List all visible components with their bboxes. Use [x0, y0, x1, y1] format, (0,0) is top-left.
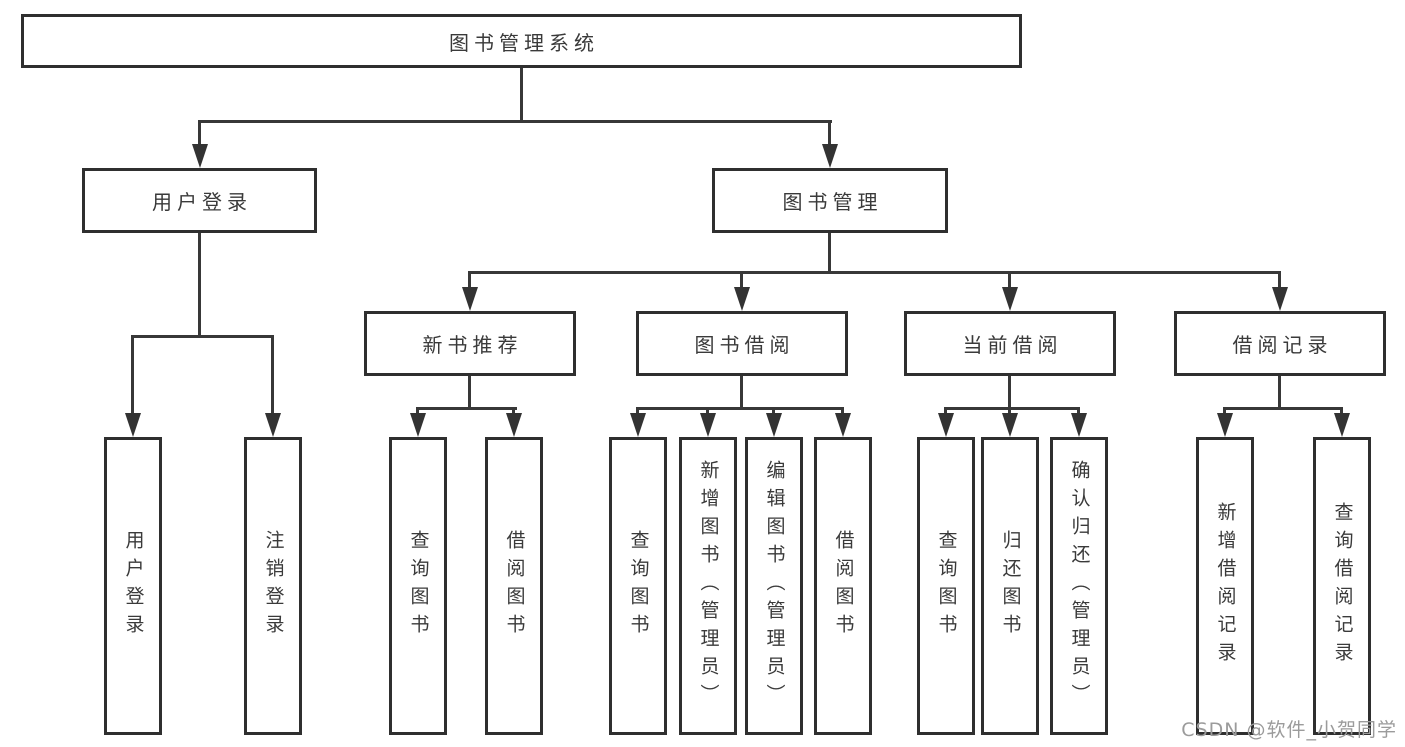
leaf-label: 查询图书	[935, 530, 958, 642]
leaf-label: 新增图书（管理员）	[697, 460, 720, 712]
arrow-down-icon	[700, 413, 716, 437]
arrow-down-icon	[1071, 413, 1087, 437]
node-user-login: 用户登录	[82, 168, 317, 233]
leaf-label: 用户登录	[122, 530, 145, 642]
leaf-label: 查询图书	[627, 530, 650, 642]
connector-root-hbar	[198, 120, 832, 123]
node-current-borrowing: 当前借阅	[904, 311, 1116, 376]
arrow-down-icon	[1334, 413, 1350, 437]
connector-group-hbar	[636, 407, 844, 410]
node-label: 图书借阅	[694, 333, 795, 357]
arrow-down-icon	[1002, 413, 1018, 437]
arrow-down-icon	[766, 413, 782, 437]
leaf-label: 编辑图书（管理员）	[763, 460, 786, 712]
leaf-label: 新增借阅记录	[1214, 502, 1237, 670]
node-book-management: 图书管理	[712, 168, 948, 233]
arrow-down-icon	[630, 413, 646, 437]
leaf-label: 归还图书	[999, 530, 1022, 642]
connector-book-mgmt-hbar	[468, 271, 1281, 274]
leaf-add-books-admin: 新增图书（管理员）	[679, 437, 737, 735]
connector-group-stem	[1278, 376, 1281, 410]
leaf-confirm-return-admin: 确认归还（管理员）	[1050, 437, 1108, 735]
arrow-down-icon	[265, 413, 281, 437]
leaf-logout: 注销登录	[244, 437, 302, 735]
leaf-label: 确认归还（管理员）	[1068, 460, 1091, 712]
node-label: 新书推荐	[422, 333, 523, 357]
connector-arrow-stem	[198, 120, 201, 148]
connector-book-mgmt-stem	[828, 233, 831, 274]
connector-group-hbar	[944, 407, 1080, 410]
leaf-query-borrow-record: 查询借阅记录	[1313, 437, 1371, 735]
csdn-watermark: CSDN @软件_小贺同学	[1181, 719, 1397, 741]
arrow-down-icon	[506, 413, 522, 437]
leaf-label: 借阅图书	[503, 530, 526, 642]
leaf-label: 查询借阅记录	[1331, 502, 1354, 670]
leaf-label: 查询图书	[407, 530, 430, 642]
node-book-borrowing: 图书借阅	[636, 311, 848, 376]
connector-arrow-stem	[131, 335, 134, 417]
connector-arrow-stem	[468, 271, 471, 291]
arrow-down-icon	[1002, 287, 1018, 311]
connector-group-hbar	[1223, 407, 1343, 410]
leaf-borrow-books: 借阅图书	[814, 437, 872, 735]
leaf-query-books-recommend: 查询图书	[389, 437, 447, 735]
node-label: 用户登录	[152, 190, 252, 214]
node-borrowing-records: 借阅记录	[1174, 311, 1386, 376]
arrow-down-icon	[410, 413, 426, 437]
node-label: 图书管理系统	[449, 30, 599, 55]
arrow-down-icon	[192, 144, 208, 168]
connector-arrow-stem	[1008, 271, 1011, 291]
leaf-label: 借阅图书	[832, 530, 855, 642]
node-label: 图书管理	[782, 190, 883, 214]
node-library-management-system: 图书管理系统	[21, 14, 1022, 68]
leaf-edit-books-admin: 编辑图书（管理员）	[745, 437, 803, 735]
leaf-label: 注销登录	[262, 530, 285, 642]
connector-arrow-stem	[740, 271, 743, 291]
arrow-down-icon	[822, 144, 838, 168]
leaf-query-books-current: 查询图书	[917, 437, 975, 735]
connector-arrow-stem	[1278, 271, 1281, 291]
leaf-return-books: 归还图书	[981, 437, 1039, 735]
connector-arrow-stem	[828, 120, 831, 148]
leaf-borrow-books-recommend: 借阅图书	[485, 437, 543, 735]
arrow-down-icon	[734, 287, 750, 311]
arrow-down-icon	[462, 287, 478, 311]
arrow-down-icon	[125, 413, 141, 437]
connector-group-stem	[468, 376, 471, 410]
arrow-down-icon	[1217, 413, 1233, 437]
node-label: 当前借阅	[962, 333, 1063, 357]
connector-group-hbar	[416, 407, 517, 410]
leaf-user-login: 用户登录	[104, 437, 162, 735]
arrow-down-icon	[938, 413, 954, 437]
connector-group-stem	[740, 376, 743, 410]
connector-root-stem	[520, 68, 523, 122]
leaf-add-borrow-record: 新增借阅记录	[1196, 437, 1254, 735]
connector-user-login-stem	[198, 233, 201, 338]
connector-arrow-stem	[271, 335, 274, 417]
connector-group-stem	[1008, 376, 1011, 410]
node-new-book-recommendation: 新书推荐	[364, 311, 576, 376]
connector-user-login-hbar	[131, 335, 274, 338]
arrow-down-icon	[1272, 287, 1288, 311]
arrow-down-icon	[835, 413, 851, 437]
node-label: 借阅记录	[1232, 333, 1333, 357]
leaf-query-books-borrow: 查询图书	[609, 437, 667, 735]
